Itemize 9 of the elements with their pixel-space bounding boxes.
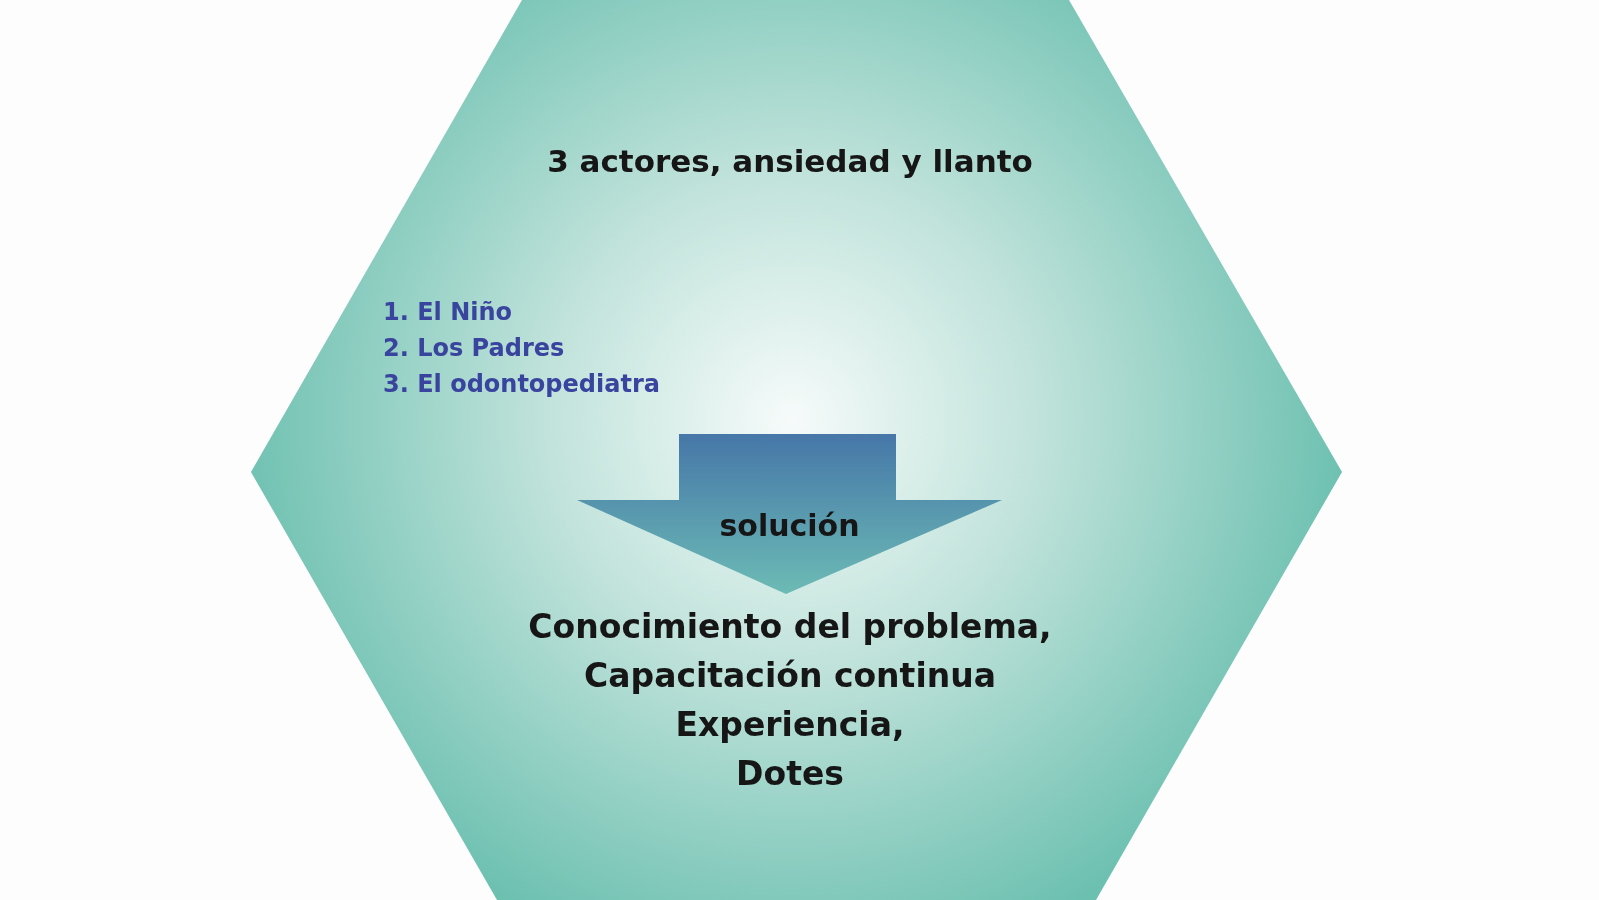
list-item-text: 3. El odontopediatra <box>383 370 660 398</box>
arrow-label: solución <box>719 508 860 543</box>
heading-text: 3 actores, ansiedad y llanto <box>547 143 1033 179</box>
body-text: Dotes <box>736 754 844 793</box>
body-text: Capacitación continua <box>584 656 996 695</box>
body-text: Experiencia, <box>675 705 905 744</box>
body-text: Conocimiento del problema, <box>528 607 1052 646</box>
list-item-text: 2. Los Padres <box>383 334 565 362</box>
list-item-text: 1. El Niño <box>383 298 513 326</box>
